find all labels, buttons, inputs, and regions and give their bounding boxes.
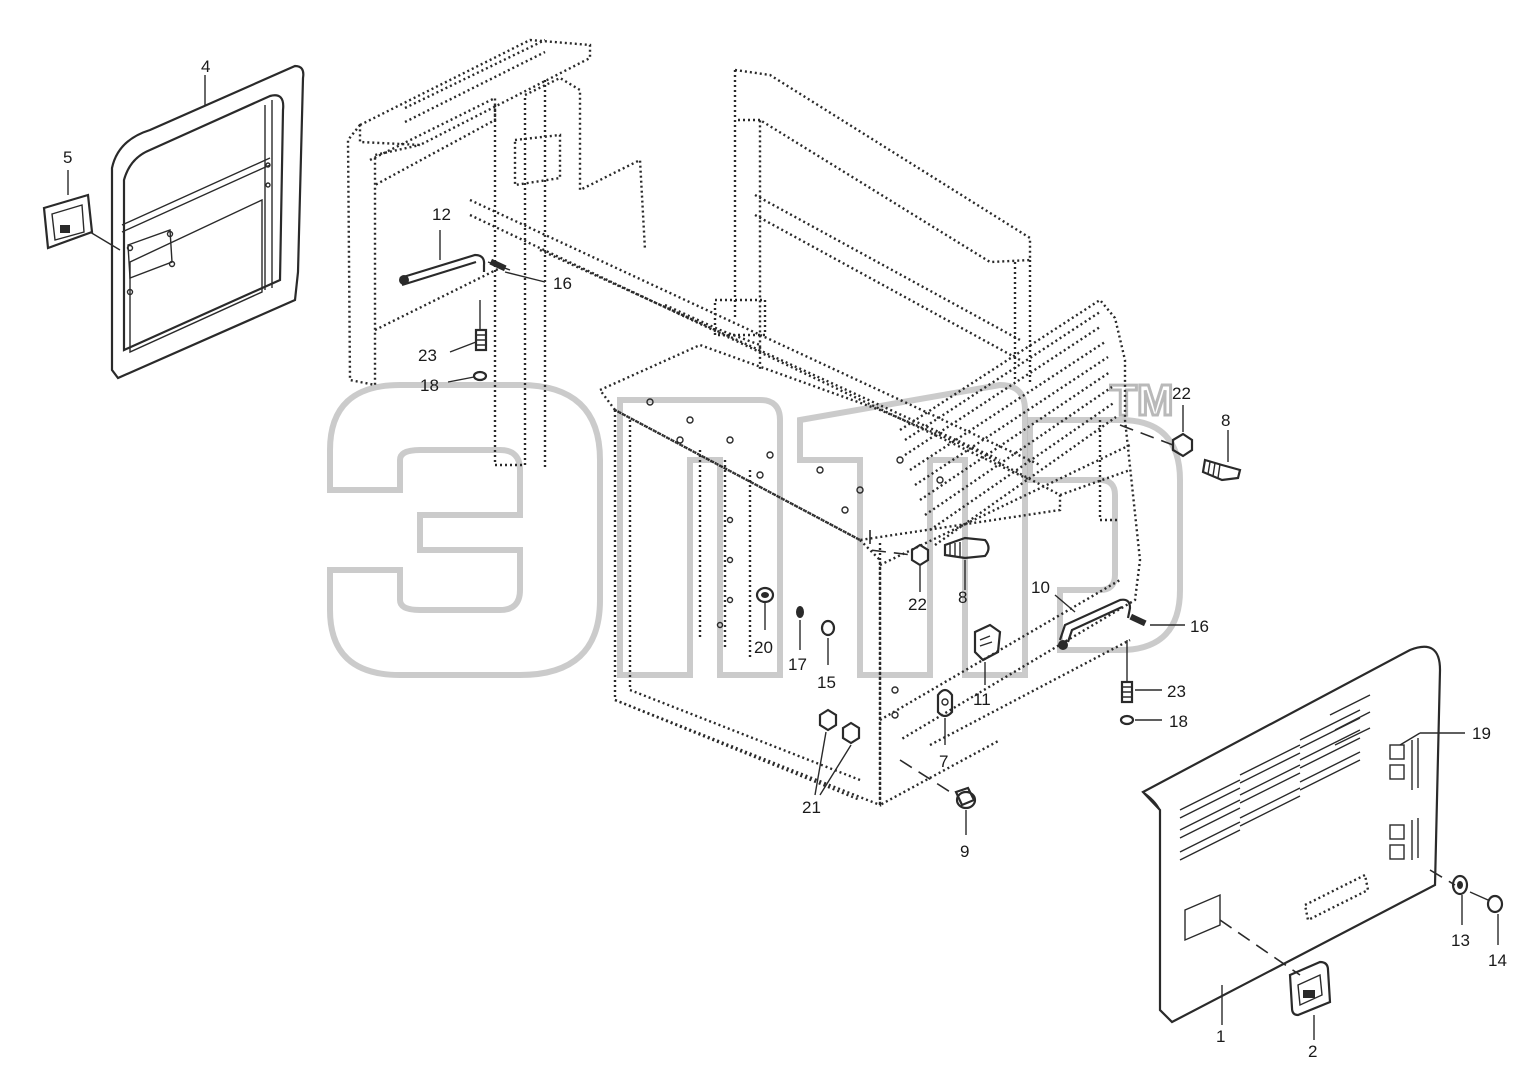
- callout-12: 11: [973, 690, 991, 709]
- callout-14: 14: [1488, 951, 1507, 970]
- callout-17: 17: [788, 655, 807, 674]
- part-20-bolt: [755, 586, 775, 630]
- callout-9: 9: [960, 842, 969, 861]
- callout-11: 12: [432, 205, 451, 224]
- callout-13: 13: [1451, 931, 1470, 950]
- callout-22-upper-right: 22: [1172, 384, 1191, 403]
- callout-21: 21: [802, 798, 821, 817]
- callout-labels: 4 5 12 16 23 18 22 8 22 8 10 16 20 17 15…: [63, 57, 1507, 1061]
- part-16-bolt-lower: [1129, 613, 1185, 627]
- part-8-bumper-upper-right: [1201, 430, 1242, 482]
- panel-louvers: [1179, 694, 1371, 861]
- callout-19: 19: [1472, 724, 1491, 743]
- part-23-spring-lower: [1120, 640, 1162, 704]
- part-22-nut-center: [869, 530, 930, 592]
- callout-16-upper: 16: [553, 274, 572, 293]
- callout-20: 20: [754, 638, 773, 657]
- part-4-door-frame: [110, 64, 305, 380]
- part-8-bumper-center: [943, 536, 990, 590]
- part-2-panel-latch: [1288, 960, 1332, 1040]
- cab-frame-structure: [346, 38, 1142, 808]
- callout-8-upper-right: 8: [1221, 411, 1230, 430]
- part-1-rear-cover-panel: [1141, 645, 1442, 1025]
- part-13-washer: [1429, 869, 1469, 925]
- part-21-nuts: [814, 708, 861, 796]
- callout-15: 15: [817, 673, 836, 692]
- part-10-grab-handle: [1054, 594, 1132, 650]
- part-12-latch-bracket: [973, 623, 1002, 685]
- callout-5: 5: [63, 148, 72, 167]
- callout-1: 1: [1216, 1027, 1225, 1046]
- frame-rivets: [646, 398, 944, 719]
- callout-2: 2: [1308, 1042, 1317, 1061]
- part-19-decal-leader: [1399, 732, 1465, 746]
- watermark-tm: TM: [1110, 376, 1174, 425]
- callout-18-lower: 18: [1169, 712, 1188, 731]
- part-9-bolt: [899, 759, 977, 835]
- part-14-screw: [1469, 891, 1504, 945]
- part-17-lock-washer: [796, 606, 804, 650]
- part-7-striker-clip: [936, 688, 954, 745]
- callout-22-center: 22: [908, 595, 927, 614]
- part-15-washer: [820, 619, 836, 665]
- callout-23-upper: 23: [418, 346, 437, 365]
- part-18-washer-upper: [447, 370, 488, 383]
- part-11-grab-handle: [399, 230, 511, 287]
- callout-18-upper: 18: [420, 376, 439, 395]
- part-23-spring-upper: [449, 300, 488, 353]
- callout-4: 4: [201, 57, 210, 76]
- part-18-washer-lower: [1119, 714, 1162, 726]
- part-5-door-latch: [42, 170, 121, 251]
- callout-16-lower: 16: [1190, 617, 1209, 636]
- callout-8-center: 8: [958, 588, 967, 607]
- watermark-logo: TM: [327, 375, 1183, 678]
- callout-23-lower: 23: [1167, 682, 1186, 701]
- part-22-nut-upper-right: [1119, 405, 1194, 458]
- callout-7: 7: [939, 752, 948, 771]
- callout-10: 10: [1031, 578, 1050, 597]
- part-16-bolt-upper: [489, 258, 546, 283]
